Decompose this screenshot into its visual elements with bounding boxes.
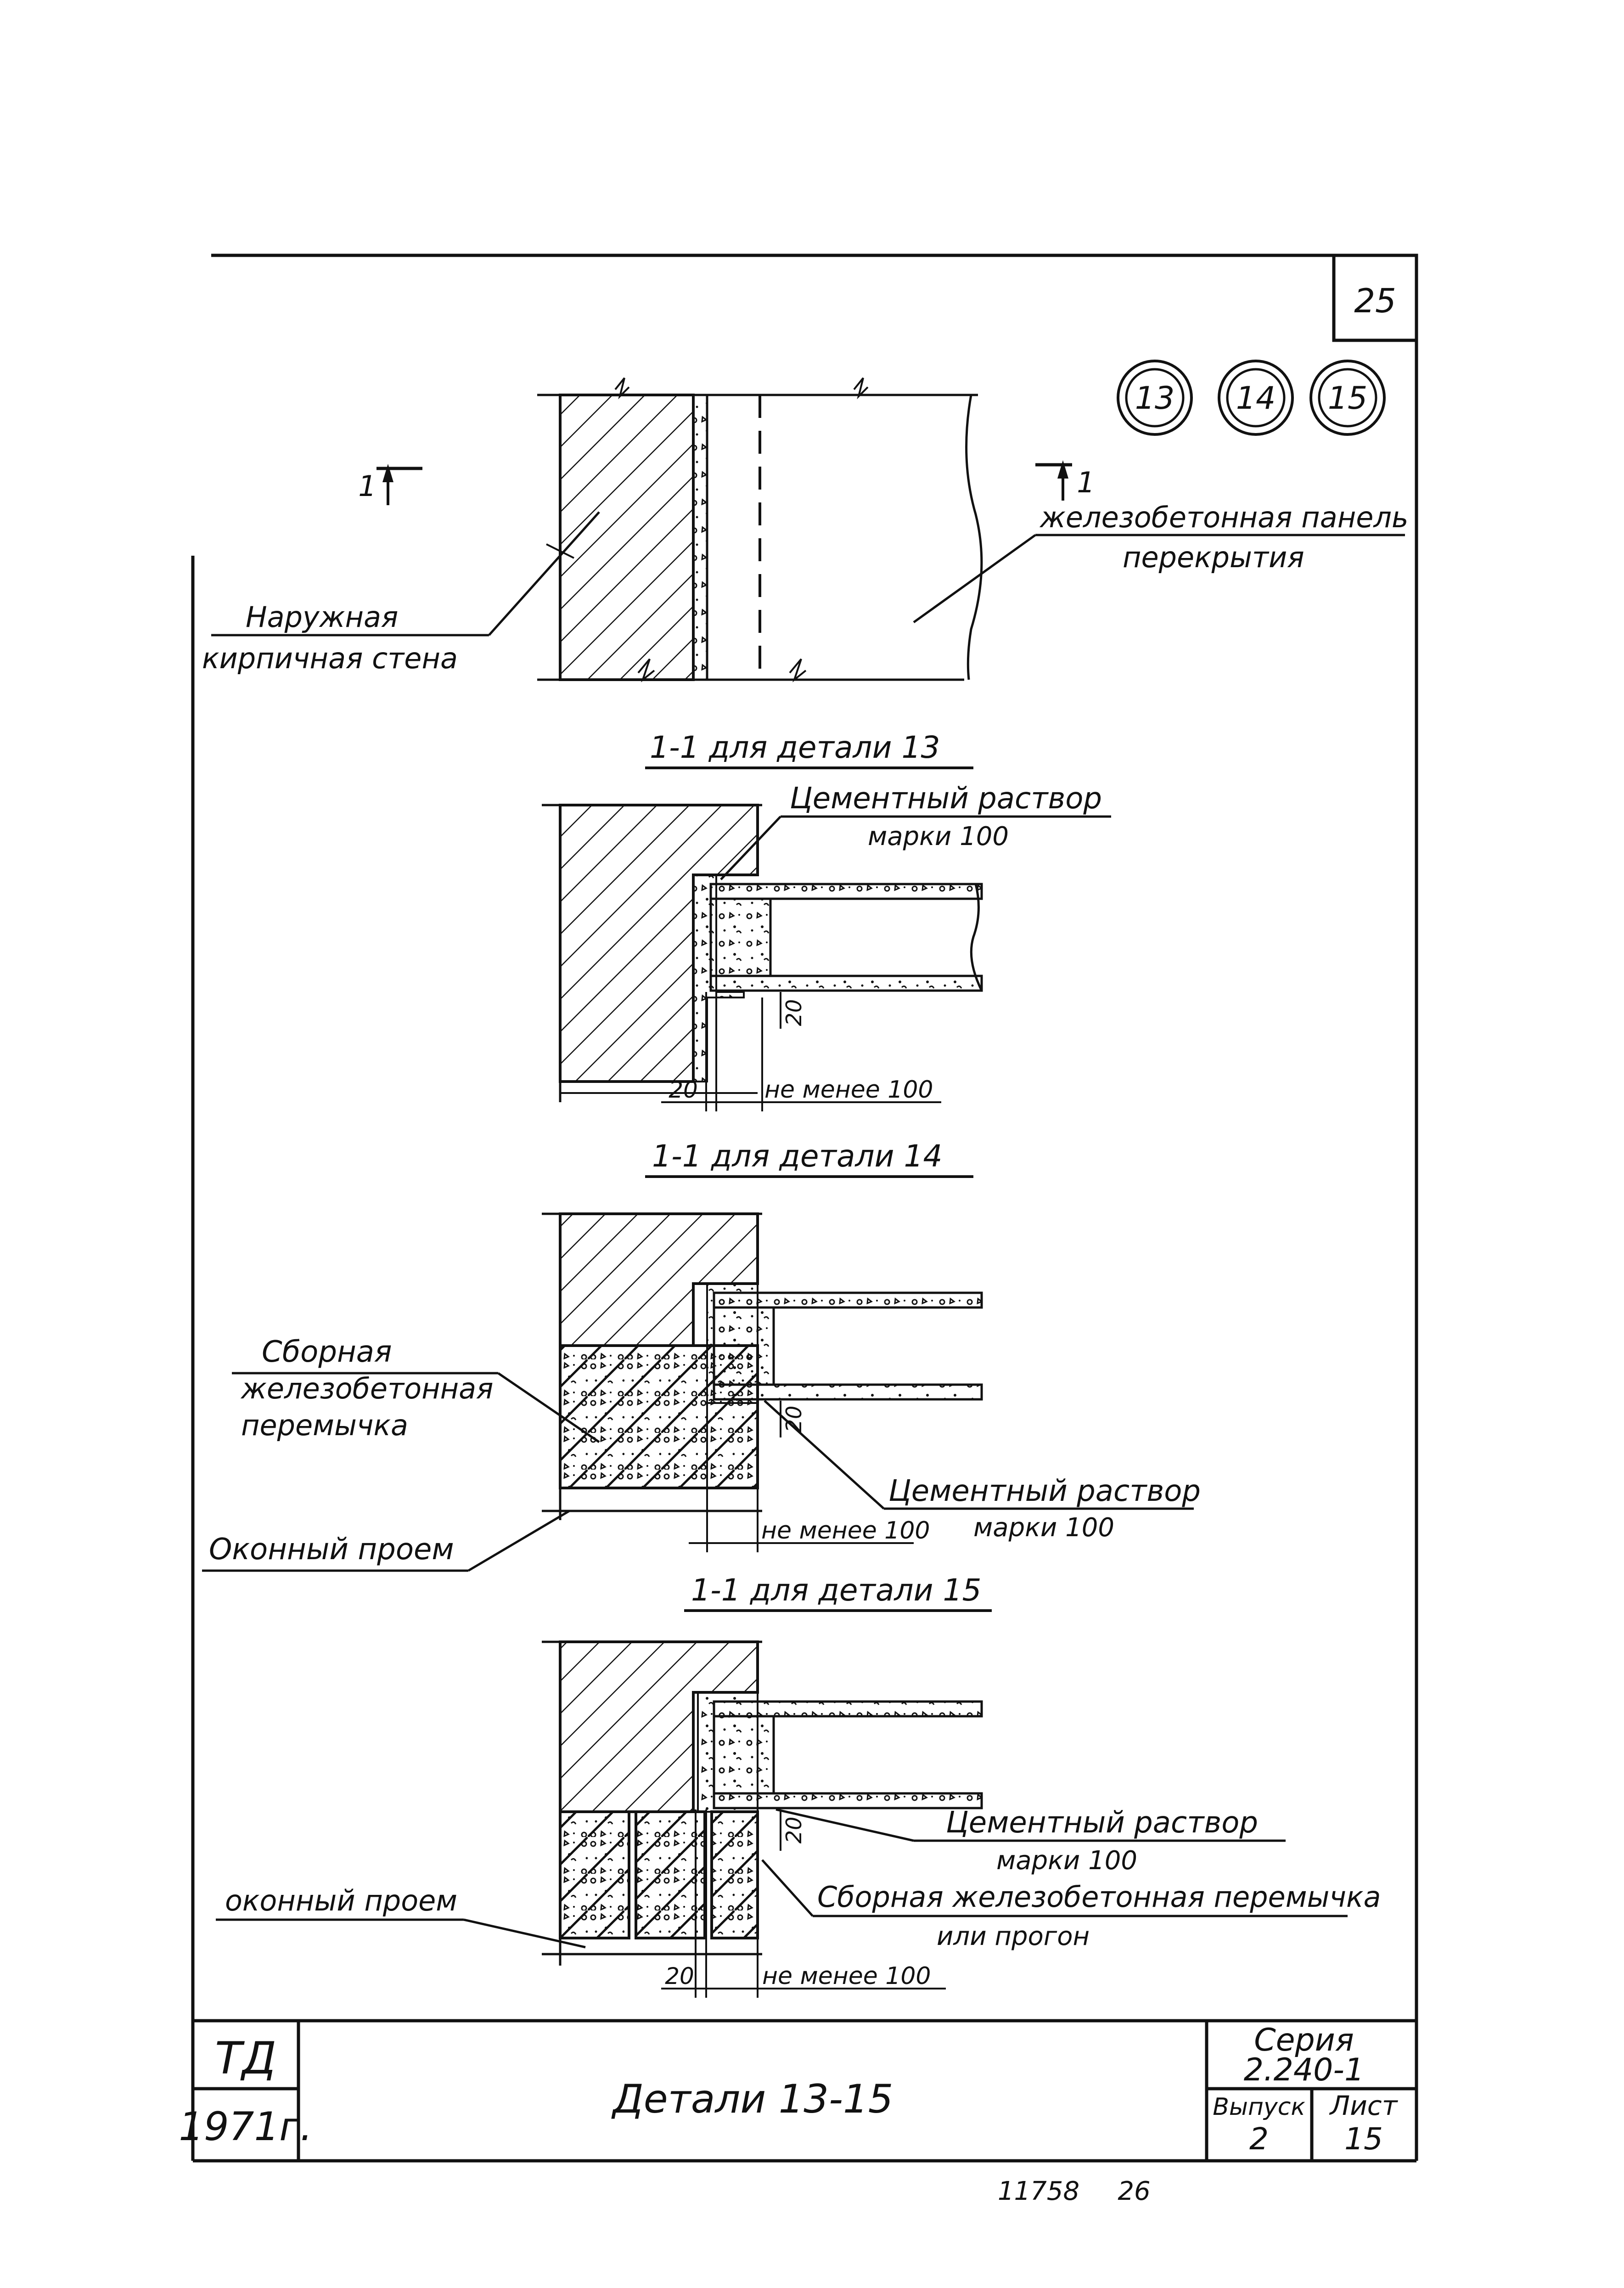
label-panel-line2: перекрытия [1123,541,1304,574]
section-15-panel-top [713,1700,983,1718]
section-14-lintel-line3: перемычка [241,1409,408,1442]
section-14-panel-bottom [713,1383,983,1401]
section-14-lintel-line1: Сборная [262,1335,392,1369]
label-wall-line2: кирпичная стена [202,642,458,675]
section-15-mortar-line2: марки 100 [996,1846,1137,1876]
section-13: 1-1 для детали 13 20 не менее 100 20 Цем… [542,730,1111,1111]
svg-text:1: 1 [358,469,376,503]
footer-doc-number: 11758 [998,2176,1079,2206]
section-15-dim-joint: 20 [781,1817,806,1844]
series-label: Серия [1254,2022,1354,2058]
detail-markers: 13 14 15 [1117,360,1386,436]
title-block-org: ТД [215,2033,276,2084]
section-15-lintel-line2: или прогон [937,1922,1090,1951]
title-block-year: 1971г. [179,2104,312,2150]
detail-marker-13[interactable]: 13 [1117,360,1193,436]
section-13-dim-joint: 20 [781,999,806,1026]
sheet-value: 15 [1344,2121,1383,2157]
detail-marker-15[interactable]: 15 [1309,360,1386,436]
detail-marker-14-label: 14 [1236,380,1276,417]
series-value: 2.240-1 [1244,2052,1364,2088]
section-14-dim-bearing: не менее 100 [761,1517,930,1544]
section-15: 1-1 для детали 15 20 не менее 100 20 Цем… [216,1572,1381,1998]
section-15-mortar-line1: Цементный раствор [946,1806,1258,1840]
detail-marker-15-label: 15 [1328,380,1368,417]
section-15-lintel-block-3 [710,1810,759,1939]
detail-marker-14[interactable]: 14 [1218,360,1294,436]
section-15-dim-bearing: не менее 100 [762,1962,931,1990]
sheet-label: Лист [1329,2090,1399,2121]
section-13-mortar-line2: марки 100 [868,822,1009,851]
sheet-number: 25 [1354,282,1396,320]
title-block: ТД 1971г. Детали 13-15 Серия 2.240-1 Вып… [179,2022,1398,2157]
footer-page: 26 [1118,2176,1150,2206]
section-15-panel-rib [713,1715,775,1795]
label-floor-panel: железобетонная панель перекрытия [913,501,1409,624]
issue-label: Выпуск [1213,2093,1305,2121]
footer: 11758 26 [998,2176,1151,2206]
section-13-mortar-line1: Цементный раствор [790,782,1102,816]
drawing-title: Детали 13-15 [611,2076,893,2122]
section-14-panel-top [713,1291,983,1309]
section-15-opening-label: оконный проем [225,1884,457,1917]
section-14-mortar-line2: марки 100 [973,1513,1114,1543]
section-13-panel-bottom [709,975,983,992]
plan-brick-wall [559,394,695,681]
section-15-lintel-block-1 [559,1810,630,1939]
section-15-lintel-block-2 [635,1810,706,1939]
svg-text:1: 1 [1077,466,1095,499]
section-mark-right: 1 [1035,460,1095,501]
sheet-frame [191,254,1418,2163]
section-14: 1-1 для детали 14 не менее 100 20 Сборна… [202,1138,1201,1572]
label-brick-wall: Наружная кирпичная стена [202,511,600,675]
section-13-title: 1-1 для детали 13 [650,730,940,765]
issue-value: 2 [1249,2121,1269,2157]
section-15-title: 1-1 для детали 15 [691,1572,981,1608]
section-14-opening-label: Оконный проем [209,1533,454,1567]
section-13-panel-top [709,883,983,900]
section-14-panel-rib [713,1306,775,1386]
section-15-dim-gap: 20 [665,1963,694,1989]
label-panel-line1: железобетонная панель [1039,501,1409,534]
section-13-panel-rib [709,897,772,977]
detail-marker-13-label: 13 [1135,380,1175,417]
section-mark-left: 1 [358,464,422,505]
label-wall-line1: Наружная [246,600,398,634]
section-14-mortar-line1: Цементный раствор [888,1474,1201,1508]
section-14-title: 1-1 для детали 14 [652,1138,942,1174]
section-13-dim-bearing: не менее 100 [764,1076,933,1104]
plan-view [537,377,983,682]
section-15-panel-bottom [713,1792,983,1809]
section-15-lintel-line1: Сборная железобетонная перемычка [817,1880,1381,1914]
section-13-dim-gap: 20 [669,1076,698,1103]
section-14-lintel-line2: железобетонная [240,1372,493,1405]
